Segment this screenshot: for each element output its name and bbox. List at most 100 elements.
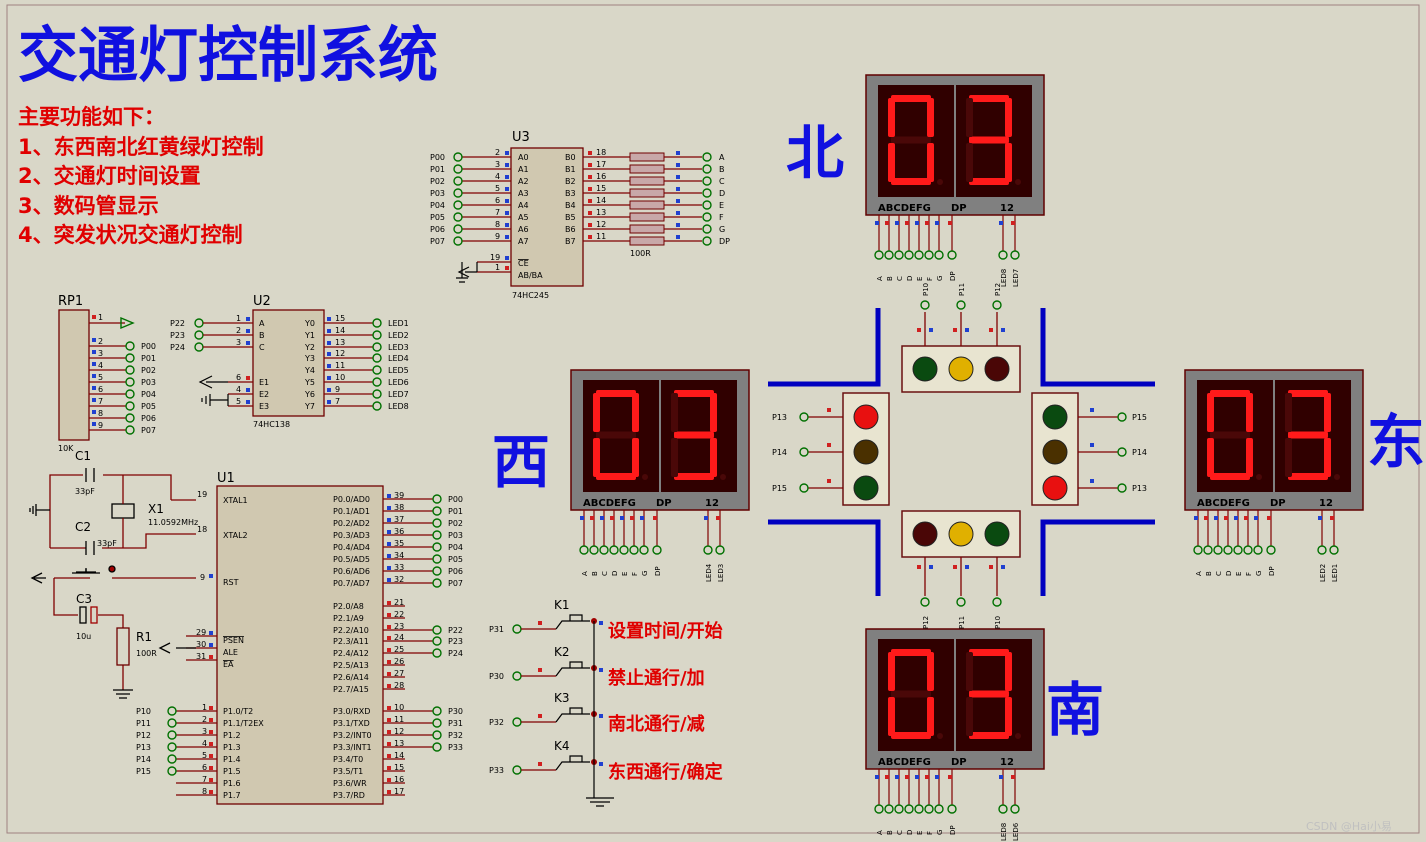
u1-port-terminal (432, 648, 442, 658)
segment-b (1324, 393, 1331, 432)
segment-pin-terminal (934, 804, 944, 814)
pin-marker (387, 613, 391, 617)
u3-pin-name: A5 (518, 213, 529, 222)
pin-marker (915, 775, 919, 779)
key-port-label: P30 (489, 672, 504, 681)
pin-marker (676, 187, 680, 191)
segment-g (1288, 431, 1328, 439)
common-pin-label: LED1 (1331, 564, 1339, 582)
segment-pin-label: G (641, 571, 649, 576)
u1-pin-name: P2.6/A14 (333, 673, 369, 682)
segment-dp (937, 179, 943, 185)
u1-pin-number: 39 (394, 491, 404, 500)
segment-e (888, 697, 895, 736)
rp1-pin-number: 4 (98, 361, 103, 370)
common-pin-label: LED7 (1012, 269, 1020, 287)
u1-pin-name: P1.4 (223, 755, 241, 764)
segment-pin-label: G (936, 830, 944, 835)
u2-pin-name: Y1 (304, 331, 315, 340)
u1-pin-number: 11 (394, 715, 404, 724)
segment-pin-label: DP (1268, 566, 1276, 576)
pin-marker (209, 790, 213, 794)
u3-pin-name: A6 (518, 225, 529, 234)
segment-c (927, 143, 934, 182)
pin-marker (505, 199, 509, 203)
segment-pin-label: E (916, 831, 924, 835)
pin-marker (538, 714, 542, 718)
common-label: 12 (1319, 498, 1333, 509)
u3-input-terminal (453, 188, 463, 198)
south-light-port (920, 597, 930, 607)
pin-marker (640, 516, 644, 520)
pin-marker (246, 400, 250, 404)
feature-item: 3、数码管显示 (18, 194, 159, 218)
u2-pin-name: E1 (259, 378, 269, 387)
pin-marker (599, 621, 603, 625)
u1-pin-name: P1.1/T2EX (223, 719, 264, 728)
pin-marker (92, 350, 96, 354)
u2-74hc138: U2 74HC138 P221AP232BP243C6E14E25E3Y015L… (170, 294, 409, 429)
u1-pin-number: 27 (394, 669, 404, 678)
pin-marker (676, 235, 680, 239)
pin-marker (387, 648, 391, 652)
east-light-port (1117, 483, 1127, 493)
rp1-terminal (125, 365, 135, 375)
west-light-port (799, 412, 809, 422)
pin-marker (387, 625, 391, 629)
u2-pin-name: Y2 (304, 343, 315, 352)
segment-d (969, 732, 1009, 739)
reset-button[interactable] (72, 565, 116, 574)
u2-pin-name: Y0 (304, 319, 315, 328)
key-port-terminal (512, 717, 522, 727)
pin-marker (92, 362, 96, 366)
pin-marker (935, 775, 939, 779)
page-title: 交通灯控制系统 (18, 21, 438, 91)
pin-marker (905, 775, 909, 779)
pin-marker (387, 601, 391, 605)
u3-ce-label: CE (518, 259, 529, 268)
road-markings (768, 308, 1155, 596)
segment-label: ABCDEFG (878, 757, 931, 768)
pin-marker (704, 516, 708, 520)
u2-pin-number: 7 (335, 397, 340, 406)
north-green-lamp (912, 356, 938, 382)
segment-pin-terminal (894, 804, 904, 814)
u3-output-label: G (719, 225, 725, 234)
u1-pin-name: XTAL1 (223, 496, 248, 505)
u1-pin-number: 12 (394, 727, 404, 736)
pin-marker (1011, 221, 1015, 225)
u1-pin-name: P3.0/RXD (333, 707, 370, 716)
u3-pin-name: A4 (518, 201, 529, 210)
u1-port-label: P33 (448, 743, 463, 752)
u2-pin-number: 14 (335, 326, 345, 335)
pin-marker (387, 506, 391, 510)
key-port-label: P33 (489, 766, 504, 775)
u2-output-label: LED5 (388, 366, 409, 375)
u1-pin-number: 26 (394, 657, 404, 666)
segment-label: ABCDEFG (878, 203, 931, 214)
pin-marker (580, 516, 584, 520)
segment-e (593, 438, 600, 477)
u1-pin-name: P3.6/WR (333, 779, 367, 788)
u3-input-port-label: P00 (430, 153, 445, 162)
segment-pin-label: B (886, 276, 894, 281)
segment-pin-terminal (1193, 545, 1203, 555)
common-label: 12 (1000, 757, 1014, 768)
u1-port-label: P23 (448, 637, 463, 646)
pin-marker (246, 341, 250, 345)
u1-pin-name: RST (223, 578, 239, 587)
common-pin-terminal (703, 545, 713, 555)
rp1-terminal (125, 401, 135, 411)
common-pin-terminal (1317, 545, 1327, 555)
u1-pin-number: 23 (394, 622, 404, 631)
pin-marker (1330, 516, 1334, 520)
u3-part: 74HC245 (512, 291, 549, 300)
u1-port-label: P01 (448, 507, 463, 516)
pin-marker (505, 175, 509, 179)
